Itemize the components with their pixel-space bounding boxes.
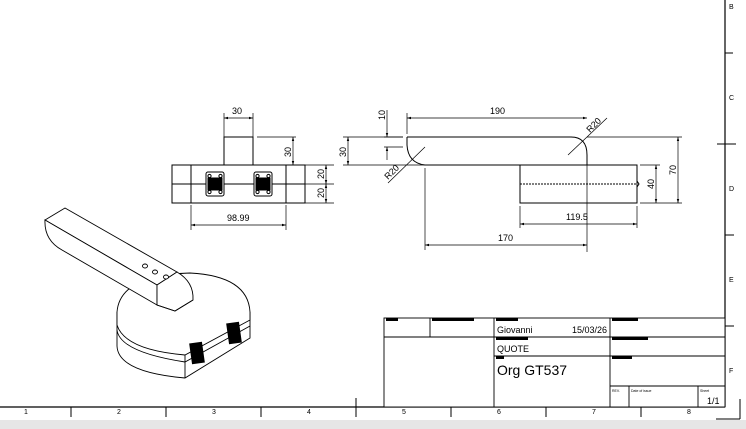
front-view-dimensions: 30 30 20 20 98.99	[227, 106, 326, 223]
column-label: 5	[402, 409, 406, 416]
author-name: Giovanni	[497, 325, 533, 335]
sheet-label: Sheet	[700, 389, 709, 393]
dim-radius-left: R20	[382, 163, 401, 182]
document-type: QUOTE	[497, 344, 529, 354]
drawing-title: Org GT537	[497, 362, 567, 378]
column-label: 6	[497, 409, 501, 416]
row-label: E	[729, 277, 734, 284]
column-label: 4	[307, 409, 311, 416]
drawing-date: 15/03/26	[572, 325, 607, 335]
column-label: 1	[24, 409, 28, 416]
row-label: B	[729, 4, 734, 11]
isometric-view	[44, 207, 251, 379]
column-label: 3	[212, 409, 216, 416]
row-label: F	[729, 368, 733, 375]
dim-base-width: 98.99	[227, 213, 250, 223]
sheet-number: 1/1	[707, 396, 720, 406]
bottom-scroll-strip	[0, 420, 746, 429]
dim-lower-half: 20	[316, 188, 326, 198]
front-view	[171, 113, 334, 230]
title-block-text: Giovanni 15/03/26 QUOTE Org GT537 REV. D…	[497, 325, 720, 406]
dim-thickness: 10	[377, 110, 387, 120]
dim-base-height: 40	[646, 179, 656, 189]
dim-top-width: 30	[232, 106, 242, 116]
title-block	[383, 317, 726, 408]
row-labels: B C D E F	[729, 4, 734, 375]
column-label: 7	[592, 409, 596, 416]
rev-label: REV.	[612, 389, 620, 393]
row-label: C	[729, 95, 734, 102]
column-label: 2	[117, 409, 121, 416]
column-label: 8	[687, 409, 691, 416]
dim-base-length: 119.5	[566, 212, 588, 222]
dim-radius-right: R20	[584, 116, 603, 135]
column-labels: 1 2 3 4 5 6 7 8	[24, 409, 691, 416]
side-view-dimensions: 190 10 30 R20 R20 70 40 119.5 170	[338, 106, 678, 243]
connector-icon	[205, 171, 225, 197]
dim-offset-length: 170	[498, 233, 513, 243]
row-label: D	[729, 186, 734, 193]
dim-top-height: 30	[283, 147, 293, 157]
dim-length: 190	[490, 106, 505, 116]
dim-total-height: 70	[668, 165, 678, 175]
connector-icon	[253, 171, 273, 197]
dim-arm-height: 30	[338, 147, 348, 157]
date-of-issue-label: Date of issue	[631, 389, 651, 393]
side-view	[343, 110, 682, 252]
dim-upper-half: 20	[316, 169, 326, 179]
